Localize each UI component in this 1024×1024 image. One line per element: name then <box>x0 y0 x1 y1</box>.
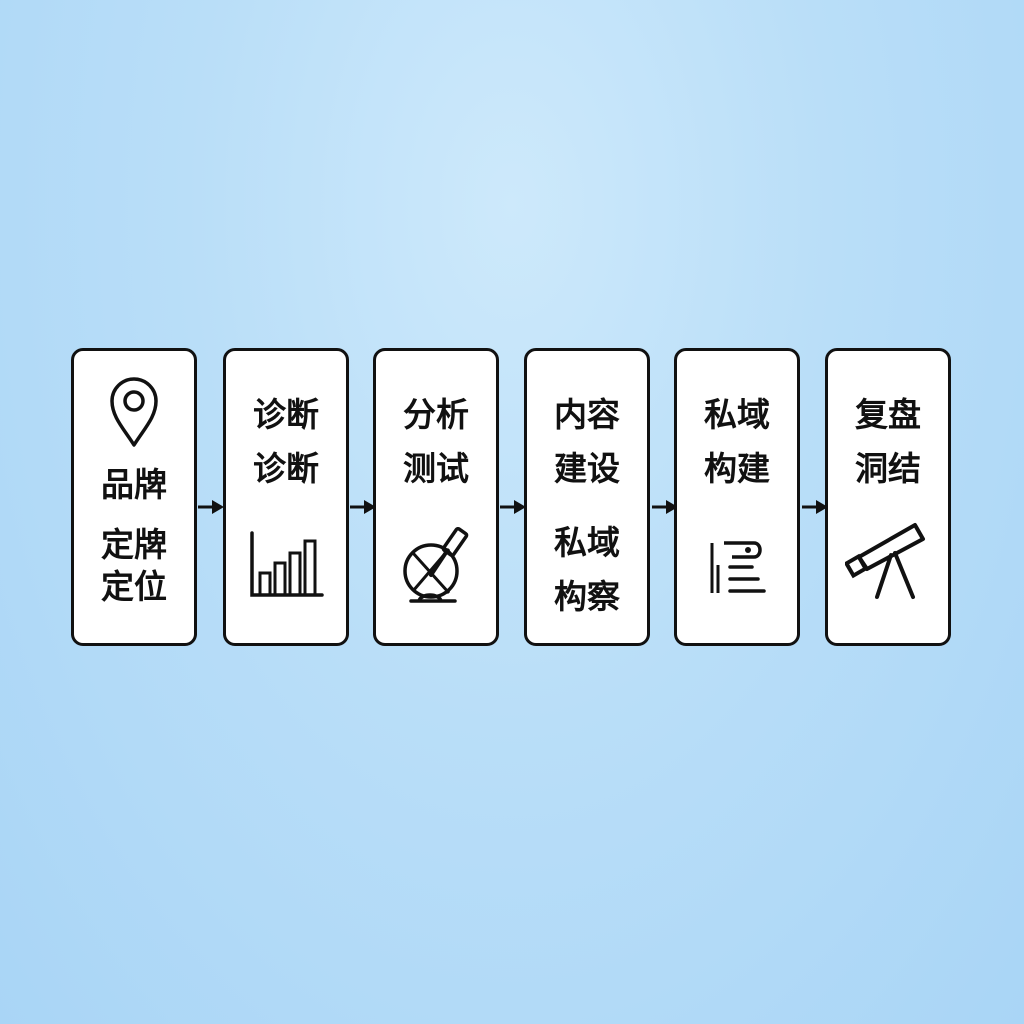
step-4-line-4: 构察 <box>554 577 620 616</box>
step-1-line-1: 品牌 <box>101 465 167 504</box>
flow-arrow-5 <box>802 500 828 514</box>
bar-chart-icon <box>250 531 324 597</box>
flow-arrow-3 <box>500 500 526 514</box>
microscope-flask-icon <box>403 526 469 603</box>
document-robot-icon <box>710 541 766 593</box>
step-2-line-1: 诊断 <box>253 395 319 434</box>
map-pin-icon <box>110 377 158 447</box>
step-card-brand-positioning: 品牌 定牌 定位 <box>71 348 197 646</box>
flow-arrow-4 <box>652 500 678 514</box>
step-card-content-building: 内容 建设 私域 构察 <box>524 348 650 646</box>
step-3-line-1: 分析 <box>403 395 469 434</box>
step-card-analysis-testing: 分析 测试 <box>373 348 499 646</box>
telescope-icon <box>845 523 925 599</box>
step-4-line-2: 建设 <box>554 449 620 488</box>
step-1-line-2: 定牌 <box>101 525 167 564</box>
flow-arrow-1 <box>198 500 224 514</box>
step-card-private-domain: 私域 构建 <box>674 348 800 646</box>
step-card-diagnosis: 诊断 诊断 <box>223 348 349 646</box>
flow-arrow-2 <box>350 500 376 514</box>
step-5-line-1: 私域 <box>704 395 770 434</box>
step-5-line-2: 构建 <box>704 449 770 488</box>
step-4-line-1: 内容 <box>554 395 620 434</box>
step-4-line-3: 私域 <box>554 523 620 562</box>
step-6-line-2: 洞结 <box>855 449 921 488</box>
step-card-review-insight: 复盘 洞结 <box>825 348 951 646</box>
step-1-line-3: 定位 <box>101 567 167 606</box>
step-6-line-1: 复盘 <box>855 395 921 434</box>
step-3-line-2: 测试 <box>403 449 469 488</box>
step-2-line-2: 诊断 <box>253 449 319 488</box>
